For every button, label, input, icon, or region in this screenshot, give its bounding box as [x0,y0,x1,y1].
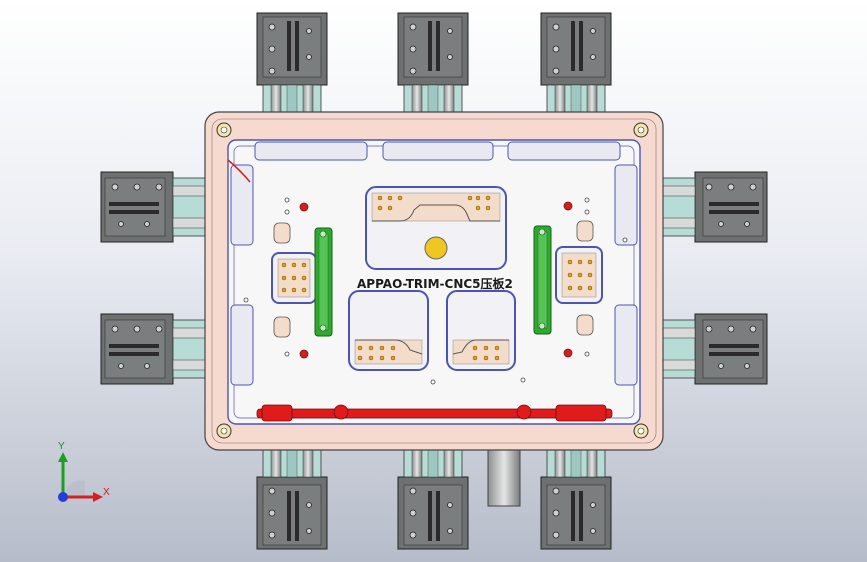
pocket-top-center[interactable] [365,186,507,270]
wire [227,159,251,183]
pocket-left[interactable] [271,252,317,304]
pocket-bottom-right[interactable] [446,290,516,371]
red-dots [299,201,573,359]
orientation-triad[interactable]: Y X [45,440,120,510]
interference-strip[interactable] [256,404,613,422]
y-axis-label: Y [58,441,65,452]
pressure-plate[interactable] [227,139,641,425]
pocket-bottom-left[interactable] [348,290,429,371]
locating-post[interactable] [487,447,521,507]
screw-holes [243,197,628,385]
pocket-right[interactable] [555,246,603,304]
guide-bar-left[interactable] [314,227,333,337]
x-axis-label: X [103,487,110,498]
part-label: APPAO-TRIM-CNC5压板2 [357,277,513,291]
clamp-tabs [273,220,594,338]
guide-bar-right[interactable] [533,225,552,335]
axis-triad-icon [58,452,103,502]
